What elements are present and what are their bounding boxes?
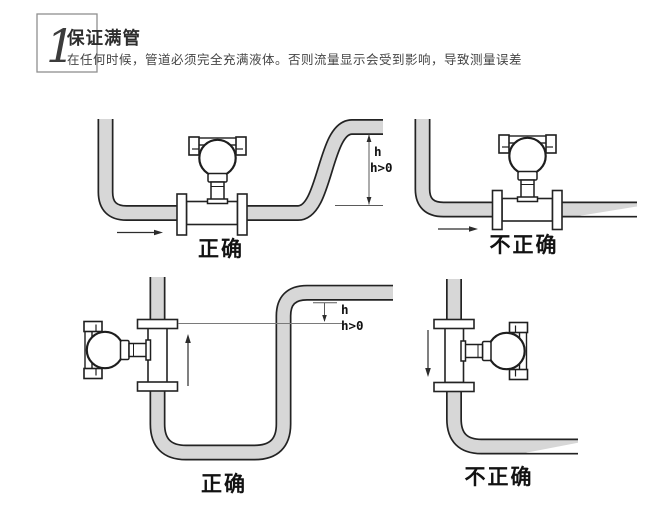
flow-direction-arrow (438, 226, 478, 232)
flange (491, 189, 503, 231)
flow-direction-arrow (117, 229, 163, 236)
flange (433, 318, 475, 330)
page-title: 保证满管 (66, 28, 141, 48)
flange (136, 381, 179, 392)
h-condition-label: h>0 (370, 160, 393, 175)
transmitter-head-icon (459, 321, 529, 381)
verdict-label: 正确 (198, 237, 244, 261)
header: 1 保证满管 在任何时候，管道必须完全充满液体。否则流量显示会受到影响，导致测量… (36, 13, 522, 73)
flowmeter-body (136, 318, 179, 392)
flange (433, 381, 475, 393)
flow-direction-arrow (425, 330, 431, 377)
u-loop-outlet-pipe (149, 284, 393, 461)
height-dimension: h h>0 (335, 134, 393, 206)
verdict-label: 不正确 (465, 465, 534, 489)
step-number: 1 (46, 19, 75, 73)
h-label: h (341, 302, 349, 317)
verdict-label: 不正确 (490, 233, 559, 257)
flowmeter-body (176, 193, 248, 236)
h-label: h (374, 144, 382, 159)
flow-direction-arrow (185, 334, 191, 386)
flange (551, 189, 563, 231)
flange (136, 318, 179, 330)
step-number-box (36, 13, 98, 73)
flange (176, 193, 188, 236)
diagram-top-right-incorrect: 不正确 (414, 119, 637, 257)
outlet-pipe (446, 391, 578, 455)
outlet-pipe (557, 201, 637, 218)
diagram-top-left-correct: h h>0 正确 (97, 119, 393, 261)
verdict-label: 正确 (201, 472, 247, 496)
transmitter-head-icon (497, 133, 558, 203)
page-description: 在任何时候，管道必须完全充满液体。否则流量显示会受到影响，导致测量误差 (67, 52, 522, 67)
inlet-pipe (414, 119, 497, 218)
diagram-bottom-right-incorrect: 不正确 (425, 279, 578, 489)
flowmeter-body (491, 189, 563, 231)
inlet-pipe (97, 119, 182, 221)
flowmeter-body (433, 318, 475, 393)
flange (236, 193, 248, 236)
h-condition-label: h>0 (341, 318, 364, 333)
height-dimension: h h>0 (313, 302, 364, 333)
pipe-taper (526, 442, 578, 453)
meter-tube (185, 200, 239, 226)
pipe-taper (580, 206, 637, 216)
outlet-riser-pipe (242, 119, 383, 221)
transmitter-head-icon (82, 320, 152, 380)
diagram-bottom-left-correct: h h>0 正确 (82, 277, 393, 496)
